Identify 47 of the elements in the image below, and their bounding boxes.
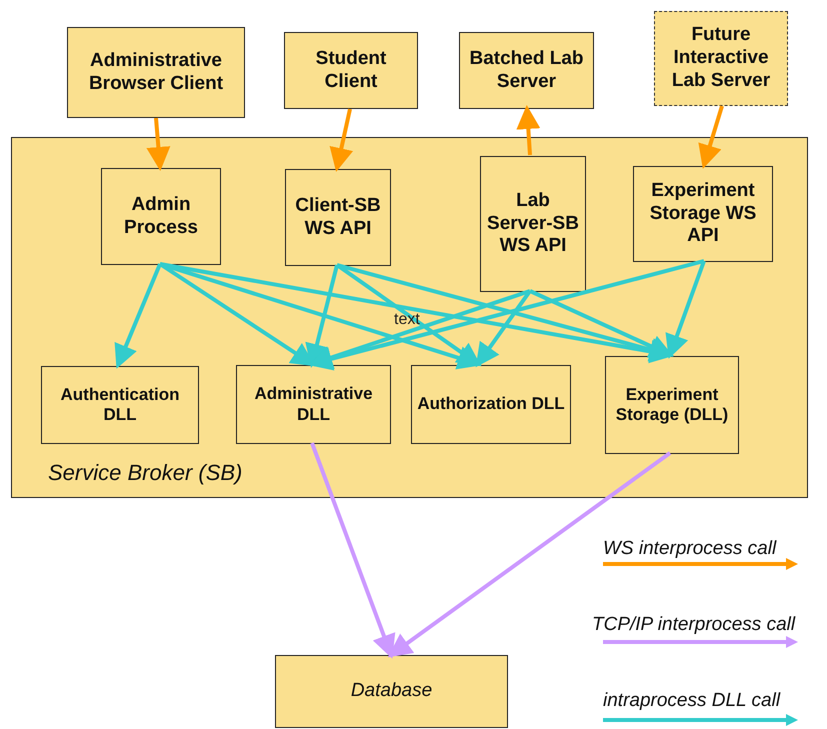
legend-text: intraprocess DLL call [603, 689, 780, 713]
arrow [336, 263, 482, 366]
process-box [275, 655, 508, 728]
box-label: Client-SB WS API [294, 194, 382, 240]
arrow [336, 263, 674, 362]
arrow [666, 260, 706, 359]
arrow [305, 264, 339, 368]
box-label: Experiment Storage (DLL) [614, 384, 730, 426]
arrow [114, 263, 162, 369]
process-box [284, 32, 418, 109]
arrow [698, 105, 724, 169]
arrow [160, 262, 674, 364]
box-label: Admin Process [123, 194, 199, 240]
process-box [654, 11, 788, 106]
process-box [633, 166, 773, 262]
box-label: Authentication DLL [60, 384, 180, 426]
box-label: Experiment Storage WS API [648, 180, 758, 248]
process-box [480, 156, 586, 292]
arrow [388, 451, 672, 658]
process-box [411, 365, 571, 444]
legend-text: WS interprocess call [603, 537, 776, 561]
box-label: Batched Lab Server [468, 48, 585, 94]
process-box [67, 27, 245, 118]
box-label: Student Client [314, 48, 388, 94]
process-box [101, 168, 221, 265]
panel-title: Service Broker (SB) [48, 459, 242, 487]
box-label: Authorization DLL [417, 394, 565, 415]
arrow [476, 290, 532, 368]
process-box [236, 365, 391, 444]
process-box [605, 356, 739, 454]
arrow [330, 108, 354, 172]
process-box [41, 366, 199, 444]
service-broker-panel [11, 137, 808, 498]
arrow [159, 262, 482, 370]
box-label: Future Interactive Lab Server [670, 24, 772, 93]
arrow [529, 289, 674, 358]
arrow [516, 105, 540, 156]
box-label: Lab Server-SB WS API [486, 190, 580, 258]
box-label: Administrative DLL [253, 384, 374, 425]
arrow [308, 289, 531, 370]
arrow [310, 442, 396, 659]
box-label: Administrative Browser Client [88, 50, 224, 96]
legend-text: TCP/IP interprocess call [592, 613, 796, 637]
arrow [146, 118, 170, 171]
box-label: Database [350, 680, 432, 703]
process-box [459, 32, 594, 109]
process-box [285, 169, 391, 266]
